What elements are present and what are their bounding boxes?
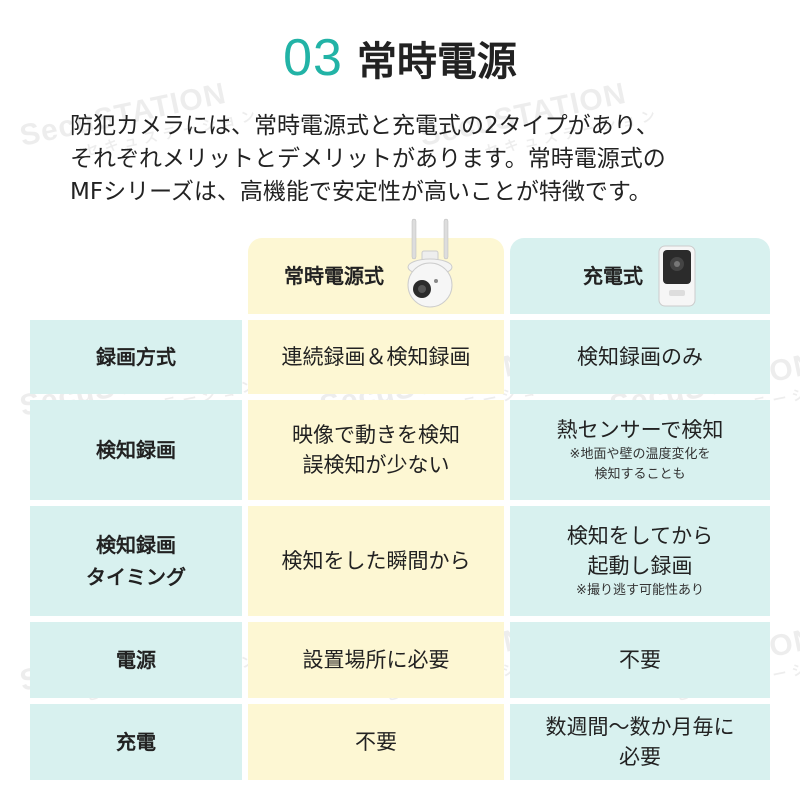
intro-line: MFシリーズは、高機能で安定性が高いことが特徴です。 [70, 179, 652, 205]
column-header-battery: 充電式 [510, 238, 770, 314]
table-header-row: 常時電源式 充電式 [30, 218, 770, 314]
row-label: 電源 [30, 622, 242, 698]
cell-battery: 熱センサーで検知 ※地面や壁の温度変化を 検知することも [510, 400, 770, 500]
cell-wired: 不要 [248, 704, 504, 780]
intro-line: 防犯カメラには、常時電源式と充電式の2タイプがあり、 [70, 113, 659, 139]
column-header-label: 常時電源式 [284, 264, 384, 288]
cell-line: 起動し録画 [587, 554, 693, 578]
row-label: 録画方式 [30, 320, 242, 394]
cell-wired: 連続録画＆検知録画 [248, 320, 504, 394]
cell-battery: 数週間〜数か月毎に 必要 [510, 704, 770, 780]
row-label-line: タイミング [86, 565, 186, 589]
cell-line: 検知をしてから [566, 524, 714, 548]
row-label: 検知録画 タイミング [30, 506, 242, 616]
battery-camera-icon [658, 245, 696, 307]
intro-text: 防犯カメラには、常時電源式と充電式の2タイプがあり、 それぞれメリットとデメリッ… [70, 110, 750, 209]
ptz-camera-icon [407, 218, 453, 308]
table-row: 検知録画 タイミング 検知をした瞬間から 検知をしてから 起動し録画 ※撮り逃す… [30, 506, 770, 616]
row-label: 充電 [30, 704, 242, 780]
cell-battery: 検知をしてから 起動し録画 ※撮り逃す可能性あり [510, 506, 770, 616]
cell-line: 数週間〜数か月毎に [545, 715, 735, 739]
intro-line: それぞれメリットとデメリットがあります。常時電源式の [70, 146, 666, 172]
row-label-line: 検知録画 [96, 533, 176, 557]
cell-note: ※撮り逃す可能性あり [576, 583, 704, 598]
table-row: 充電 不要 数週間〜数か月毎に 必要 [30, 704, 770, 780]
cell-note: 検知することも [594, 467, 686, 482]
cell-note: ※地面や壁の温度変化を [569, 447, 711, 462]
cell-line: 誤検知が少ない [302, 453, 450, 477]
cell-line: 熱センサーで検知 [556, 418, 724, 442]
column-header-wired: 常時電源式 [248, 218, 504, 314]
cell-line: 必要 [619, 745, 661, 769]
cell-battery: 不要 [510, 622, 770, 698]
column-header-label: 充電式 [583, 264, 643, 288]
cell-line: 映像で動きを検知 [292, 423, 460, 447]
section-title: 常時電源 [356, 39, 517, 85]
cell-wired: 映像で動きを検知 誤検知が少ない [248, 400, 504, 500]
section-number: 03 [283, 29, 343, 87]
header-corner [30, 238, 242, 314]
table-row: 検知録画 映像で動きを検知 誤検知が少ない 熱センサーで検知 ※地面や壁の温度変… [30, 400, 770, 500]
cell-wired: 検知をした瞬間から [248, 506, 504, 616]
table-row: 録画方式 連続録画＆検知録画 検知録画のみ [30, 320, 770, 394]
comparison-table: 常時電源式 充電式 録画方式 連続録画 [30, 218, 770, 780]
cell-battery: 検知録画のみ [510, 320, 770, 394]
section-header: 03 常時電源 [0, 28, 800, 88]
row-label: 検知録画 [30, 400, 242, 500]
cell-wired: 設置場所に必要 [248, 622, 504, 698]
table-row: 電源 設置場所に必要 不要 [30, 622, 770, 698]
